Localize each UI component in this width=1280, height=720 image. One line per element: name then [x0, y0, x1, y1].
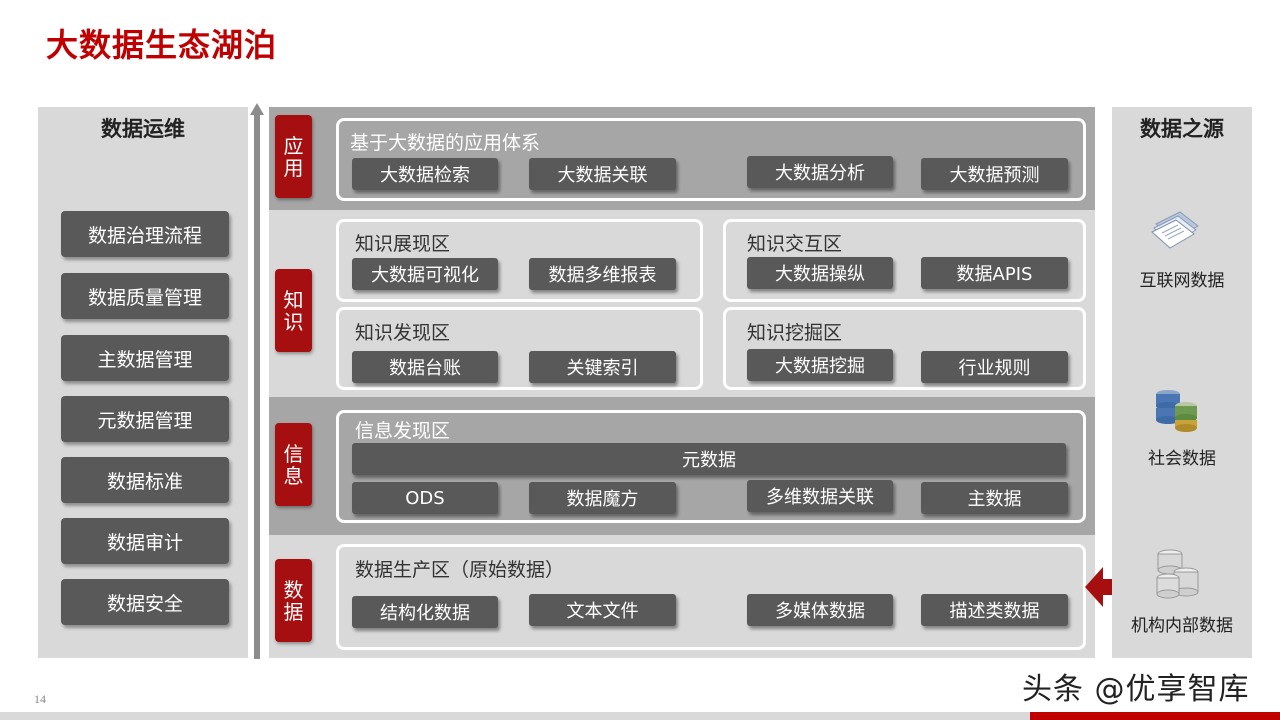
ops-panel [38, 107, 248, 658]
chip-big-data-association: 大数据关联 [529, 158, 676, 190]
chip-multidim-report: 数据多维报表 [529, 258, 676, 290]
source-label-social: 社会数据 [1148, 449, 1216, 469]
chip-data-cube: 数据魔方 [529, 482, 676, 514]
layer-tag-information: 信息 [275, 423, 312, 506]
chip-master-data: 主数据 [921, 482, 1068, 514]
layer-tag-data: 数据 [275, 559, 312, 642]
chip-industry-rules: 行业规则 [921, 351, 1068, 383]
zone-knowledge-discovery [336, 307, 703, 390]
chip-text-files: 文本文件 [529, 594, 676, 626]
layer-tag-application: 应用 [275, 115, 312, 198]
ops-item-master-data: 主数据管理 [61, 335, 229, 381]
zone-title-knowledge-display: 知识展现区 [355, 233, 451, 255]
zone-knowledge-display [336, 219, 703, 302]
chip-big-data-analysis: 大数据分析 [747, 156, 893, 188]
zone-title-knowledge-interaction: 知识交互区 [747, 233, 843, 255]
zone-title-information: 信息发现区 [355, 420, 451, 442]
chip-big-data-manipulation: 大数据操纵 [747, 257, 893, 289]
source-label-internet: 互联网数据 [1139, 271, 1225, 291]
footer-bar-accent [1030, 712, 1280, 720]
chip-big-data-search: 大数据检索 [352, 158, 498, 190]
chip-data-ledger: 数据台账 [352, 351, 498, 383]
documents-icon [1151, 211, 1199, 249]
chip-multimedia-data: 多媒体数据 [747, 594, 893, 626]
chip-big-data-visualization: 大数据可视化 [352, 258, 498, 290]
vertical-up-arrow-icon [250, 103, 264, 659]
zone-title-application: 基于大数据的应用体系 [350, 132, 541, 154]
zone-title-knowledge-discovery: 知识发现区 [355, 322, 451, 344]
sources-panel-title: 数据之源 [1140, 117, 1224, 141]
chip-metadata: 元数据 [352, 443, 1066, 475]
zone-title-data-production: 数据生产区（原始数据） [355, 559, 565, 581]
ops-item-metadata: 元数据管理 [61, 396, 229, 442]
zone-data-production [336, 544, 1086, 650]
zone-knowledge-interaction [723, 219, 1086, 302]
chip-big-data-mining: 大数据挖掘 [747, 349, 893, 381]
watermark: 头条 @优享智库 [1022, 672, 1250, 707]
ops-item-quality: 数据质量管理 [61, 273, 229, 319]
ops-item-security: 数据安全 [61, 579, 229, 625]
database-cylinders-icon [1156, 549, 1199, 599]
zone-application [336, 118, 1086, 201]
zone-title-knowledge-mining: 知识挖掘区 [747, 322, 843, 344]
ops-item-governance: 数据治理流程 [61, 211, 229, 257]
page-title: 大数据生态湖泊 [46, 26, 278, 64]
layer-tag-knowledge: 知识 [275, 269, 312, 352]
chip-descriptive-data: 描述类数据 [921, 594, 1068, 626]
zone-knowledge-mining [723, 307, 1086, 390]
chip-structured-data: 结构化数据 [352, 596, 498, 628]
footer-bar [0, 712, 1280, 720]
chip-big-data-forecast: 大数据预测 [921, 158, 1068, 190]
chip-ods: ODS [352, 482, 498, 514]
ops-item-standard: 数据标准 [61, 457, 229, 503]
page-number: 14 [34, 692, 46, 706]
chip-data-apis: 数据APIS [921, 257, 1068, 289]
zone-information [336, 410, 1086, 523]
chip-multidim-association: 多维数据关联 [747, 480, 893, 512]
left-arrow-icon [1085, 567, 1117, 607]
ops-panel-title: 数据运维 [101, 117, 185, 141]
database-stack-icon [1156, 390, 1197, 432]
ops-item-audit: 数据审计 [61, 518, 229, 564]
source-label-internal: 机构内部数据 [1131, 616, 1233, 636]
chip-key-index: 关键索引 [529, 351, 676, 383]
